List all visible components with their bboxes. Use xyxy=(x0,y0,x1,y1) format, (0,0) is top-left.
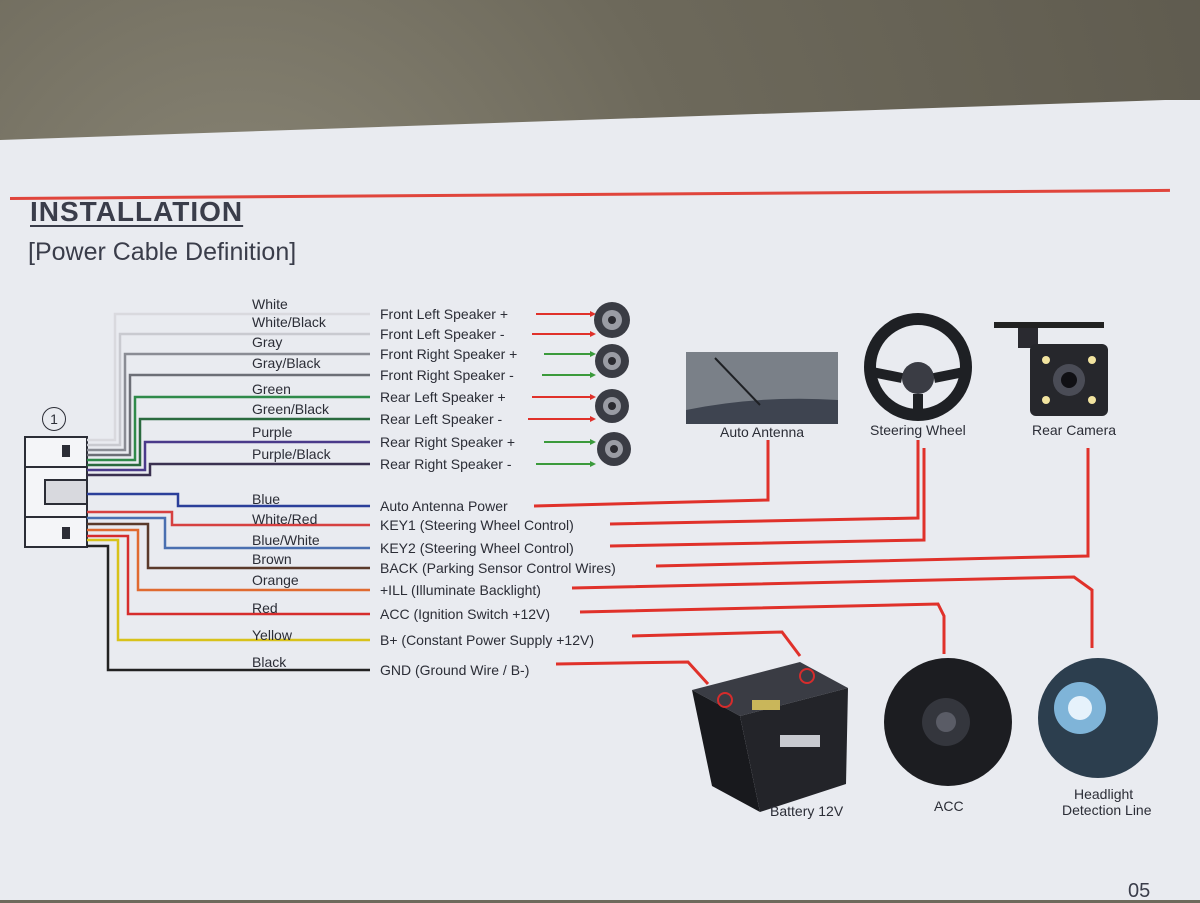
device-arrow xyxy=(533,440,770,508)
wire-line xyxy=(87,544,370,672)
headlight-label-line2: Detection Line xyxy=(1062,802,1152,818)
wire-line xyxy=(87,522,370,570)
page-title: INSTALLATION xyxy=(30,196,244,227)
battery-label: Battery 12V xyxy=(770,803,844,819)
wire-function-label: Rear Left Speaker + xyxy=(380,389,506,405)
device-arrow xyxy=(555,660,710,686)
speaker-icon xyxy=(595,389,629,423)
page-number: 05 xyxy=(1128,880,1151,902)
wire-color-label: Purple/Black xyxy=(252,446,331,462)
device-arrow xyxy=(655,448,1090,568)
arrow-head xyxy=(590,394,596,400)
arrows-layer xyxy=(528,311,1094,686)
wire-function-label: Front Right Speaker - xyxy=(380,367,514,383)
steering-wheel-label: Steering Wheel xyxy=(870,422,966,438)
manual-page xyxy=(0,100,1200,900)
auto-antenna-label: Auto Antenna xyxy=(720,424,805,440)
wire-line xyxy=(87,395,370,462)
device-arrow xyxy=(609,440,920,526)
wires-layer xyxy=(87,312,370,672)
wire-color-label: White xyxy=(252,296,288,312)
wire-function-label: +ILL (Illuminate Backlight) xyxy=(380,582,541,598)
device-arrow xyxy=(579,602,946,654)
arrow-head xyxy=(590,372,596,378)
wire-line xyxy=(87,528,370,592)
wire-line xyxy=(87,332,370,447)
wire-color-label: Blue xyxy=(252,491,281,507)
wire-function-label: GND (Ground Wire / B-) xyxy=(380,662,530,678)
wire-line xyxy=(87,534,370,616)
wire-function-label: B+ (Constant Power Supply +12V) xyxy=(380,632,595,648)
wire-line xyxy=(87,538,370,642)
wire-line xyxy=(87,492,370,508)
arrow-head xyxy=(590,311,596,317)
arrow-head xyxy=(590,416,596,422)
wire-line xyxy=(87,440,370,472)
connector-number: 1 xyxy=(42,407,66,431)
wire-color-label: Black xyxy=(252,654,287,670)
wire-line xyxy=(87,462,370,477)
wire-function-label: Front Right Speaker + xyxy=(380,346,518,362)
device-arrow xyxy=(609,448,926,548)
wire-color-label: Purple xyxy=(252,424,293,440)
arrow-head xyxy=(590,331,596,337)
wire-color-label: Red xyxy=(252,600,278,616)
wire-function-label: Rear Right Speaker + xyxy=(380,434,516,450)
wire-function-label: Rear Left Speaker - xyxy=(380,411,503,427)
wire-function-label: Auto Antenna Power xyxy=(380,498,508,514)
headlight-label-line1: Headlight xyxy=(1074,786,1134,802)
arrow-head xyxy=(590,351,596,357)
wire-line xyxy=(87,312,370,442)
wire-color-label: White/Black xyxy=(252,314,326,330)
wire-color-label: Green xyxy=(252,381,291,397)
headlight-icon xyxy=(1038,658,1158,778)
arrow-head xyxy=(590,461,596,467)
device-arrow xyxy=(631,630,802,657)
wire-color-label: Yellow xyxy=(252,627,292,643)
wire-color-label: Gray/Black xyxy=(252,355,321,371)
wire-line xyxy=(87,417,370,467)
wire-line xyxy=(87,510,370,527)
wire-color-label: Blue/White xyxy=(252,532,320,548)
wire-function-label: ACC (Ignition Switch +12V) xyxy=(380,606,551,622)
ignition-icon xyxy=(884,658,1012,786)
wire-function-label: Front Left Speaker + xyxy=(380,306,509,322)
battery-icon xyxy=(692,662,848,812)
connector-block xyxy=(24,436,88,548)
device-arrow xyxy=(571,575,1094,648)
wire-line xyxy=(87,352,370,452)
wire-color-label: Brown xyxy=(252,551,292,567)
antenna-image xyxy=(686,352,838,424)
speaker-icon xyxy=(597,432,631,466)
acc-label: ACC xyxy=(934,798,964,814)
wire-color-label: Green/Black xyxy=(252,401,330,417)
wire-function-label: BACK (Parking Sensor Control Wires) xyxy=(380,560,616,576)
speaker-icon xyxy=(594,302,630,338)
wire-line xyxy=(87,516,370,550)
wire-line xyxy=(87,373,370,457)
wire-function-label: KEY2 (Steering Wheel Control) xyxy=(380,540,574,556)
page-subtitle: [Power Cable Definition] xyxy=(28,238,297,266)
rear-camera-label: Rear Camera xyxy=(1032,422,1117,438)
wire-function-label: Rear Right Speaker - xyxy=(380,456,512,472)
wire-function-label: Front Left Speaker - xyxy=(380,326,505,342)
arrow-head xyxy=(590,439,596,445)
wire-color-label: Gray xyxy=(252,334,283,350)
wire-function-label: KEY1 (Steering Wheel Control) xyxy=(380,517,574,533)
rear-camera-icon xyxy=(994,322,1108,416)
wire-color-label: White/Red xyxy=(252,511,318,527)
wire-color-label: Orange xyxy=(252,572,299,588)
steering-wheel-icon xyxy=(864,313,972,421)
speaker-icon xyxy=(595,344,629,378)
